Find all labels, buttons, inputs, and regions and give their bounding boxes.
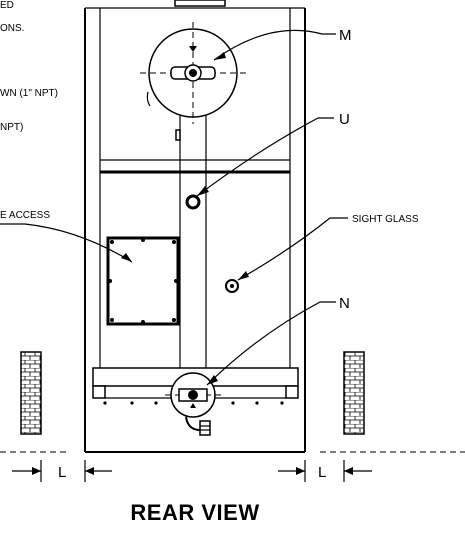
callout-m: M: [339, 27, 352, 44]
sight-glass-fitting: [225, 279, 239, 293]
dimension-right-label: L: [318, 464, 326, 481]
access-panel: [106, 236, 180, 326]
view-title: REAR VIEW: [130, 500, 259, 525]
callout-n: N: [339, 295, 350, 312]
note-access: E ACCESS: [0, 210, 50, 221]
dimension-left: L: [12, 460, 112, 482]
dimension-left-label: L: [58, 464, 66, 481]
note-line-2: ONS.: [0, 23, 24, 34]
callout-sight-glass: SIGHT GLASS: [352, 214, 419, 225]
vertical-pipe: [175, 110, 207, 372]
note-line-1: ED: [0, 0, 14, 11]
frame: [84, 8, 306, 453]
callout-u: U: [339, 111, 350, 128]
flange-m: [140, 22, 246, 124]
note-line-3: WN (1" NPT): [0, 88, 58, 99]
leader-lines: [0, 29, 348, 386]
fitting-u: [185, 194, 201, 210]
note-line-4: NPT): [0, 122, 23, 133]
brick-wall-right: [343, 351, 365, 435]
dimension-right: L: [278, 460, 372, 482]
flange-n: [165, 372, 221, 436]
top-cap: [85, 0, 305, 9]
brick-wall-left: [20, 351, 42, 435]
